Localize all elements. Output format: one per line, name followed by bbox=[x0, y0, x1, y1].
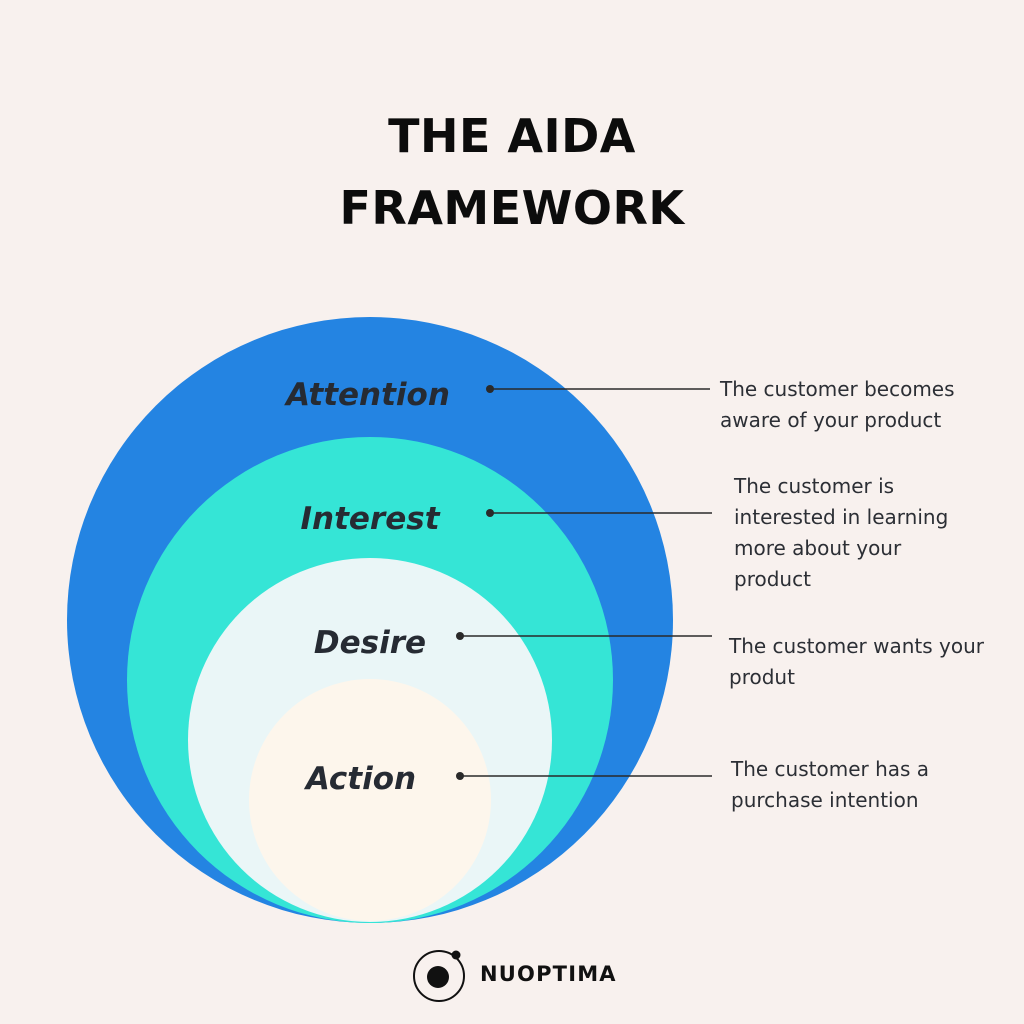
stage-label-desire: Desire bbox=[314, 625, 426, 661]
description-desire: The customer wants your produt bbox=[729, 634, 984, 689]
stage-label-action: Action bbox=[303, 761, 416, 797]
stage-label-interest: Interest bbox=[300, 501, 440, 537]
brand-logo: NUOPTIMA bbox=[410, 946, 617, 1002]
connector-desire bbox=[456, 632, 712, 640]
stage-label-attention: Attention bbox=[283, 377, 450, 413]
connector-action bbox=[456, 772, 712, 780]
nuoptima-logo-icon bbox=[413, 950, 465, 1002]
brand-name: NUOPTIMA bbox=[480, 962, 617, 986]
title-line-1: THE AIDA bbox=[388, 109, 636, 163]
page-title: THE AIDA FRAMEWORK bbox=[0, 100, 1024, 244]
description-action: The customer has a purchase intention bbox=[731, 757, 930, 812]
description-attention: The customer becomes aware of your produ… bbox=[720, 377, 955, 432]
title-line-2: FRAMEWORK bbox=[339, 181, 685, 235]
description-interest: The customer is interested in learning m… bbox=[734, 474, 949, 591]
connector-interest bbox=[486, 509, 712, 517]
action-circle bbox=[249, 679, 491, 921]
connector-attention bbox=[486, 385, 710, 393]
